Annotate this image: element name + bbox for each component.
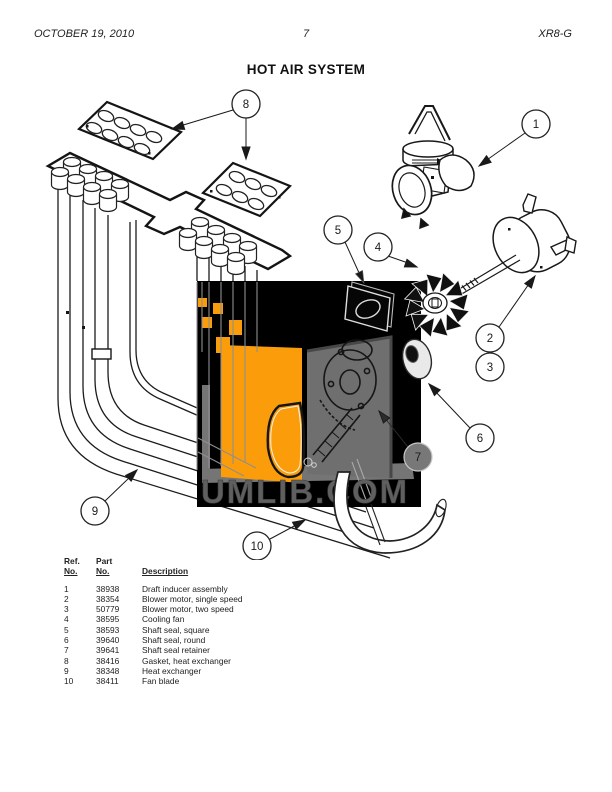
svg-text:7: 7 [415, 452, 421, 464]
blower-motor [454, 193, 577, 296]
col-header-part: Part [96, 556, 113, 566]
header-model-code: XR8-G [538, 28, 572, 40]
exploded-parts-diagram: UMLIB.COM [45, 89, 577, 560]
callout-6: 6 [465, 423, 495, 453]
col-header-part-no: No. [96, 566, 110, 577]
svg-text:10: 10 [251, 541, 264, 553]
col-header-ref: Ref. [64, 556, 80, 566]
weld-dot [82, 326, 85, 329]
svg-text:4: 4 [375, 242, 382, 254]
svg-text:3: 3 [487, 362, 493, 374]
callout-10: 10 [242, 531, 272, 560]
callout-9: 9 [80, 496, 110, 526]
heat-exchanger-tubes [57, 182, 391, 559]
table-header-row: Ref. Part [64, 556, 243, 566]
callout-8: 8 [231, 89, 261, 119]
cabinet-front-panel-orange [198, 298, 302, 483]
cooling-fan [403, 271, 471, 339]
shaft-seal-square [344, 281, 395, 332]
header-page-number: 7 [302, 28, 310, 40]
gasket-plate-left [77, 100, 183, 161]
callout-3: 3 [475, 352, 505, 382]
callout-1: 1 [521, 109, 551, 139]
callout-5: 5 [323, 215, 353, 245]
col-header-ref-no: No. [64, 566, 78, 577]
draft-inducer-assembly [391, 105, 475, 230]
svg-text:5: 5 [335, 225, 341, 237]
svg-text:9: 9 [92, 506, 98, 518]
svg-text:2: 2 [487, 333, 493, 345]
callout-arrows [104, 109, 536, 540]
header-date: OCTOBER 19, 2010 [34, 28, 135, 40]
col-header-description: Description [142, 566, 189, 577]
table-header-row2: No. No. Description [64, 566, 243, 576]
watermark-block: UMLIB.COM [196, 281, 421, 510]
callout-7: 7 [403, 442, 433, 472]
svg-text:8: 8 [243, 99, 249, 111]
svg-text:6: 6 [477, 433, 483, 445]
access-door-outline [266, 401, 306, 479]
tube-lines-over-block [196, 282, 372, 501]
shaft-seal-round [401, 338, 433, 380]
weld-dot [66, 311, 69, 314]
tube-stubs [50, 156, 258, 276]
blower-mounting-panel-gray [303, 335, 393, 478]
callout-2: 2 [475, 323, 505, 353]
fan-blade-piece [333, 471, 447, 554]
callout-4: 4 [363, 232, 393, 262]
watermark-text: UMLIB.COM [201, 473, 409, 510]
page-title: HOT AIR SYSTEM [246, 62, 366, 77]
tube-clamp [91, 348, 112, 360]
gasket-plate-right [201, 161, 292, 218]
callout-circles: 1 2 3 4 5 6 7 8 9 10 [80, 89, 551, 560]
svg-text:1: 1 [533, 119, 539, 131]
